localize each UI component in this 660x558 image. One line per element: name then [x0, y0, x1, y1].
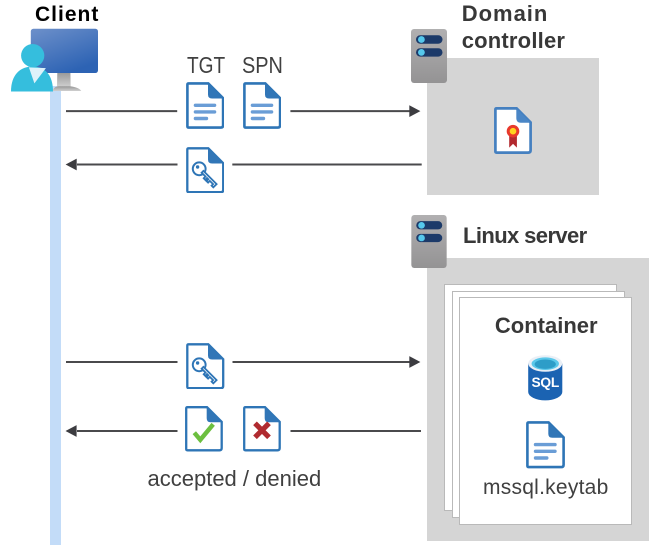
svg-text:SQL: SQL [531, 375, 558, 390]
